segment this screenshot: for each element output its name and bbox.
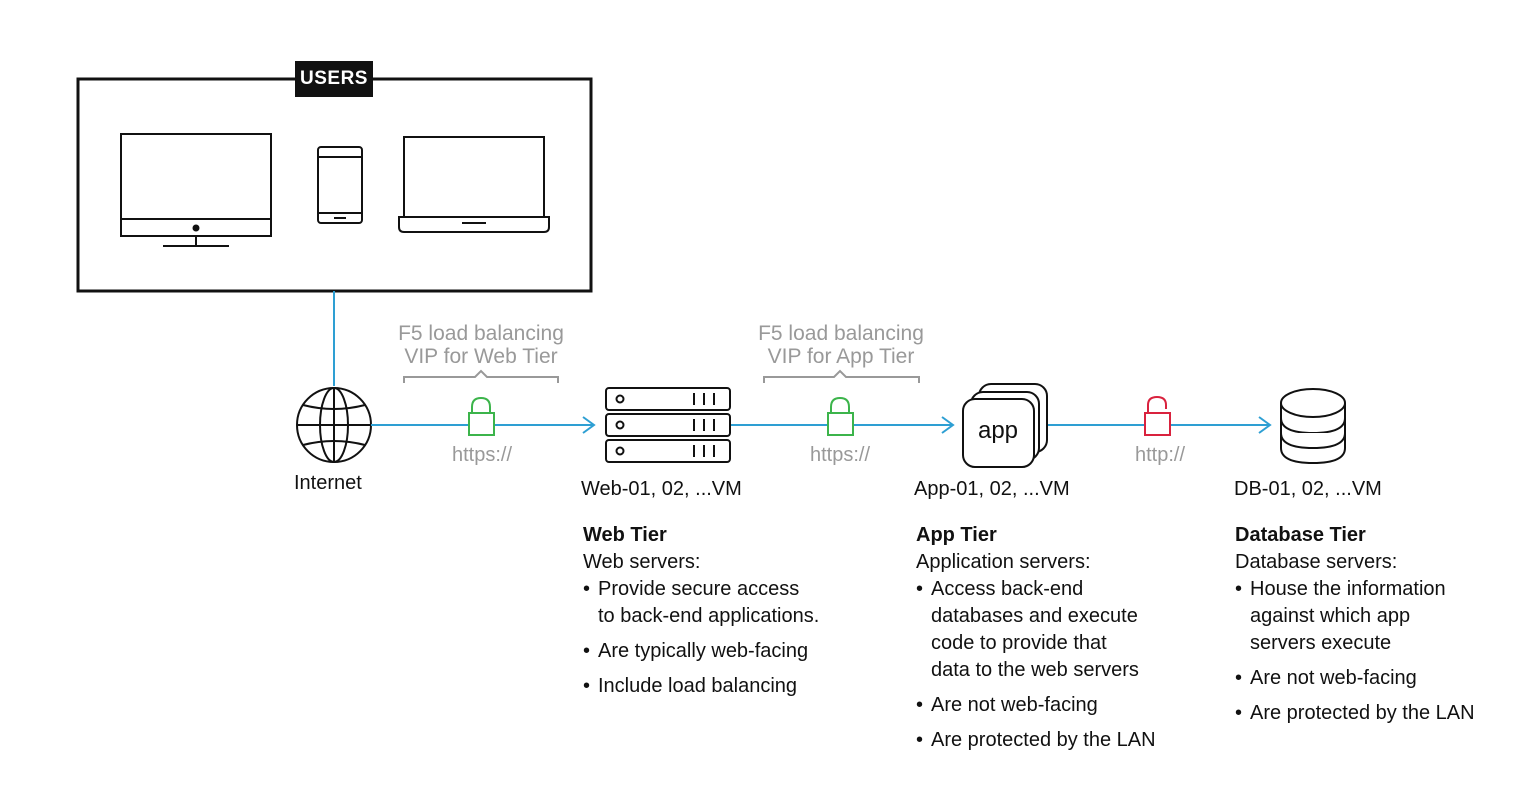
- db-tier-subtitle: Database servers:: [1235, 551, 1398, 573]
- web-tier-bullets: Provide secure access to back-end applic…: [583, 576, 819, 700]
- app-tier-title: App Tier: [916, 524, 997, 546]
- protocol-label-web: https://: [451, 444, 513, 466]
- app-node-label: App-01, 02, ...VM: [914, 478, 1070, 500]
- desktop-monitor-icon: [120, 133, 272, 247]
- web-tier-bullet: Provide secure access to back-end applic…: [583, 576, 819, 630]
- vip-app-line1: F5 load balancing: [758, 322, 924, 345]
- lock-icon-secure-app: [827, 396, 854, 436]
- db-tier-title: Database Tier: [1235, 524, 1366, 546]
- web-tier-description: Web Tier Web servers: Provide secure acc…: [583, 522, 819, 708]
- db-tier-bullet: Are protected by the LAN: [1235, 700, 1475, 727]
- laptop-icon: [398, 136, 550, 233]
- db-tier-bullet: House the information against which app …: [1235, 576, 1475, 657]
- lock-icon-secure-web: [468, 396, 495, 436]
- app-tier-bullet: Are not web-facing: [916, 692, 1156, 719]
- link-lines: [371, 416, 1272, 434]
- web-tier-bullet: Include load balancing: [583, 673, 819, 700]
- db-tier-bullets: House the information against which app …: [1235, 576, 1475, 727]
- protocol-label-app: https://: [809, 444, 871, 466]
- protocol-label-db: http://: [1134, 444, 1186, 466]
- database-icon: [1280, 388, 1346, 465]
- lock-icon-insecure-db: [1144, 395, 1171, 436]
- web-node-label: Web-01, 02, ...VM: [581, 478, 742, 500]
- smartphone-icon: [317, 146, 363, 224]
- db-tier-bullet: Are not web-facing: [1235, 665, 1475, 692]
- app-icon-text: app: [978, 417, 1018, 444]
- vip-label-web: F5 load balancing VIP for Web Tier: [371, 322, 591, 368]
- users-box: [76, 77, 593, 293]
- app-tier-bullets: Access back-end databases and execute co…: [916, 576, 1156, 754]
- app-tier-description: App Tier Application servers: Access bac…: [916, 522, 1156, 762]
- web-server-stack-icon: [605, 387, 731, 463]
- app-tier-subtitle: Application servers:: [916, 551, 1091, 573]
- vip-web-line1: F5 load balancing: [398, 322, 564, 345]
- vip-brace-web: [403, 369, 559, 383]
- vip-label-app: F5 load balancing VIP for App Tier: [731, 322, 951, 368]
- db-tier-description: Database Tier Database servers: House th…: [1235, 522, 1475, 735]
- vip-web-line2: VIP for Web Tier: [404, 345, 558, 368]
- app-tier-bullet: Access back-end databases and execute co…: [916, 576, 1156, 684]
- app-icon: [962, 383, 1048, 468]
- app-tier-bullet: Are protected by the LAN: [916, 727, 1156, 754]
- internet-label: Internet: [294, 472, 362, 494]
- users-tag: USERS: [295, 61, 373, 97]
- globe-icon: [296, 387, 372, 463]
- vip-app-line2: VIP for App Tier: [767, 345, 915, 368]
- db-node-label: DB-01, 02, ...VM: [1234, 478, 1382, 500]
- web-tier-title: Web Tier: [583, 524, 667, 546]
- web-tier-subtitle: Web servers:: [583, 551, 701, 573]
- vip-brace-app: [763, 369, 920, 383]
- web-tier-bullet: Are typically web-facing: [583, 638, 819, 665]
